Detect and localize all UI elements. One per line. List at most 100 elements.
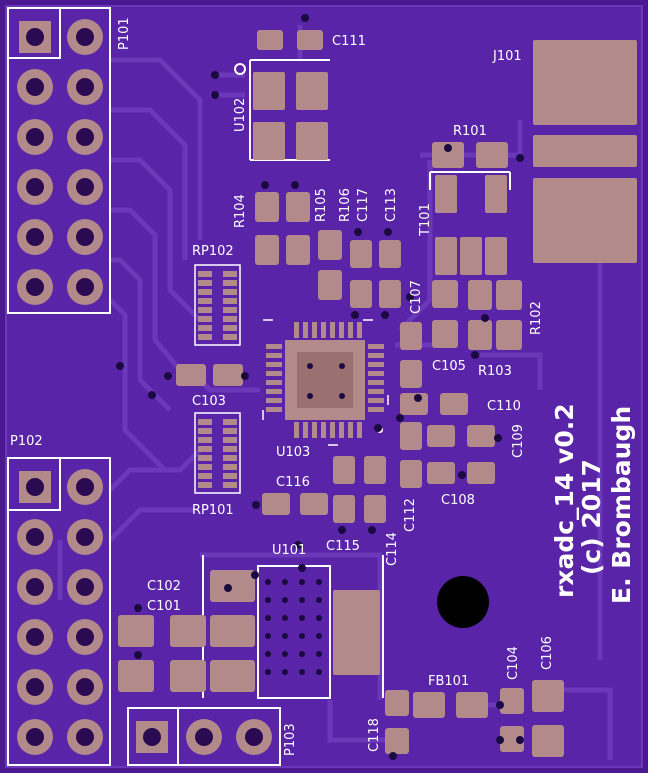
via [516, 154, 524, 162]
via [458, 471, 466, 479]
qfn-pin-top [321, 322, 326, 338]
via [471, 351, 479, 359]
th-drill [26, 578, 44, 596]
u101-thermal-via [299, 651, 305, 657]
rpack-pad [198, 289, 212, 295]
U101-via-grid [265, 579, 322, 675]
qfn-thermal-via [339, 363, 345, 369]
vias [116, 14, 524, 760]
qfn-pin-left [266, 389, 282, 394]
rpack-pad [223, 316, 237, 322]
label-P103: P103 [283, 723, 298, 756]
rpack-pad [223, 271, 237, 277]
qfn-thermal-via [339, 393, 345, 399]
th-drill [76, 478, 94, 496]
via [481, 314, 489, 322]
th-drill [26, 528, 44, 546]
resistor-packs [194, 264, 241, 494]
silkscreen-outlines [7, 7, 511, 766]
rpack-pad [198, 455, 212, 461]
rpack-pad [198, 298, 212, 304]
label-RP101: RP101 [192, 503, 234, 518]
via [396, 414, 404, 422]
label-J101: J101 [492, 49, 522, 64]
rpack-pad [223, 325, 237, 331]
via [211, 91, 219, 99]
qfn-pin-bottom [303, 422, 308, 438]
via [384, 228, 392, 236]
th-drill [143, 728, 161, 746]
label-P102: P102 [10, 434, 43, 449]
rpack-pad [223, 280, 237, 286]
qfn-pin-bottom [330, 422, 335, 438]
label-C111: C111 [332, 34, 366, 49]
qfn-pin-bottom [357, 422, 362, 438]
rpack-pad [223, 419, 237, 425]
label-R105: R105 [314, 188, 329, 222]
via [298, 564, 306, 572]
label-R104: R104 [233, 194, 248, 228]
qfn-pin-left [266, 362, 282, 367]
qfn-pin-top [294, 322, 299, 338]
via [241, 372, 249, 380]
label-R106: R106 [338, 188, 353, 222]
label-C118: C118 [367, 718, 382, 752]
u101-thermal-via [316, 669, 322, 675]
th-drill [76, 128, 94, 146]
th-drill [26, 628, 44, 646]
rpack-pad [223, 464, 237, 470]
rpack-pad [198, 280, 212, 286]
qfn-pin-left [266, 398, 282, 403]
label-RP102: RP102 [192, 244, 234, 259]
u101-thermal-via [299, 579, 305, 585]
th-drill [26, 478, 44, 496]
rpack-pad [198, 428, 212, 434]
via [252, 501, 260, 509]
u101-thermal-via [282, 597, 288, 603]
u101-thermal-via [299, 615, 305, 621]
u101-thermal-via [282, 615, 288, 621]
label-C110: C110 [487, 399, 521, 414]
qfn-pin-left [266, 407, 282, 412]
qfn-pin-right [368, 371, 384, 376]
via [134, 604, 142, 612]
u101-thermal-via [316, 579, 322, 585]
rpack-pad [223, 455, 237, 461]
qfn-pin-right [368, 344, 384, 349]
u101-thermal-via [282, 579, 288, 585]
via [116, 362, 124, 370]
label-C106: C106 [540, 636, 555, 670]
u101-thermal-via [316, 597, 322, 603]
qfn-pin-left [266, 371, 282, 376]
th-drill [245, 728, 263, 746]
board-credits: rxadc_14 v0.2 (c) 2017 E. Brombaugh [550, 403, 636, 604]
u101-thermal-via [299, 597, 305, 603]
pin1-marker [234, 63, 246, 75]
via [251, 571, 259, 579]
via [261, 181, 269, 189]
qfn-pin-bottom [312, 422, 317, 438]
traces [57, 25, 613, 760]
via [338, 526, 346, 534]
th-drill [26, 128, 44, 146]
via [414, 394, 422, 402]
u101-thermal-via [282, 633, 288, 639]
label-C116: C116 [276, 475, 310, 490]
qfn-thermal-via [307, 363, 313, 369]
rpack-pad [198, 334, 212, 340]
via [368, 526, 376, 534]
qfn-pin-right [368, 353, 384, 358]
th-drill [76, 278, 94, 296]
via [134, 651, 142, 659]
label-C108: C108 [441, 493, 475, 508]
qfn-pin-top [303, 322, 308, 338]
via [374, 424, 382, 432]
rpack-pad [198, 419, 212, 425]
qfn-pin-left [266, 353, 282, 358]
via [291, 181, 299, 189]
rpack-pad [223, 428, 237, 434]
label-FB101: FB101 [428, 674, 469, 689]
u101-thermal-via [265, 597, 271, 603]
via [351, 311, 359, 319]
label-C114: C114 [385, 532, 400, 566]
